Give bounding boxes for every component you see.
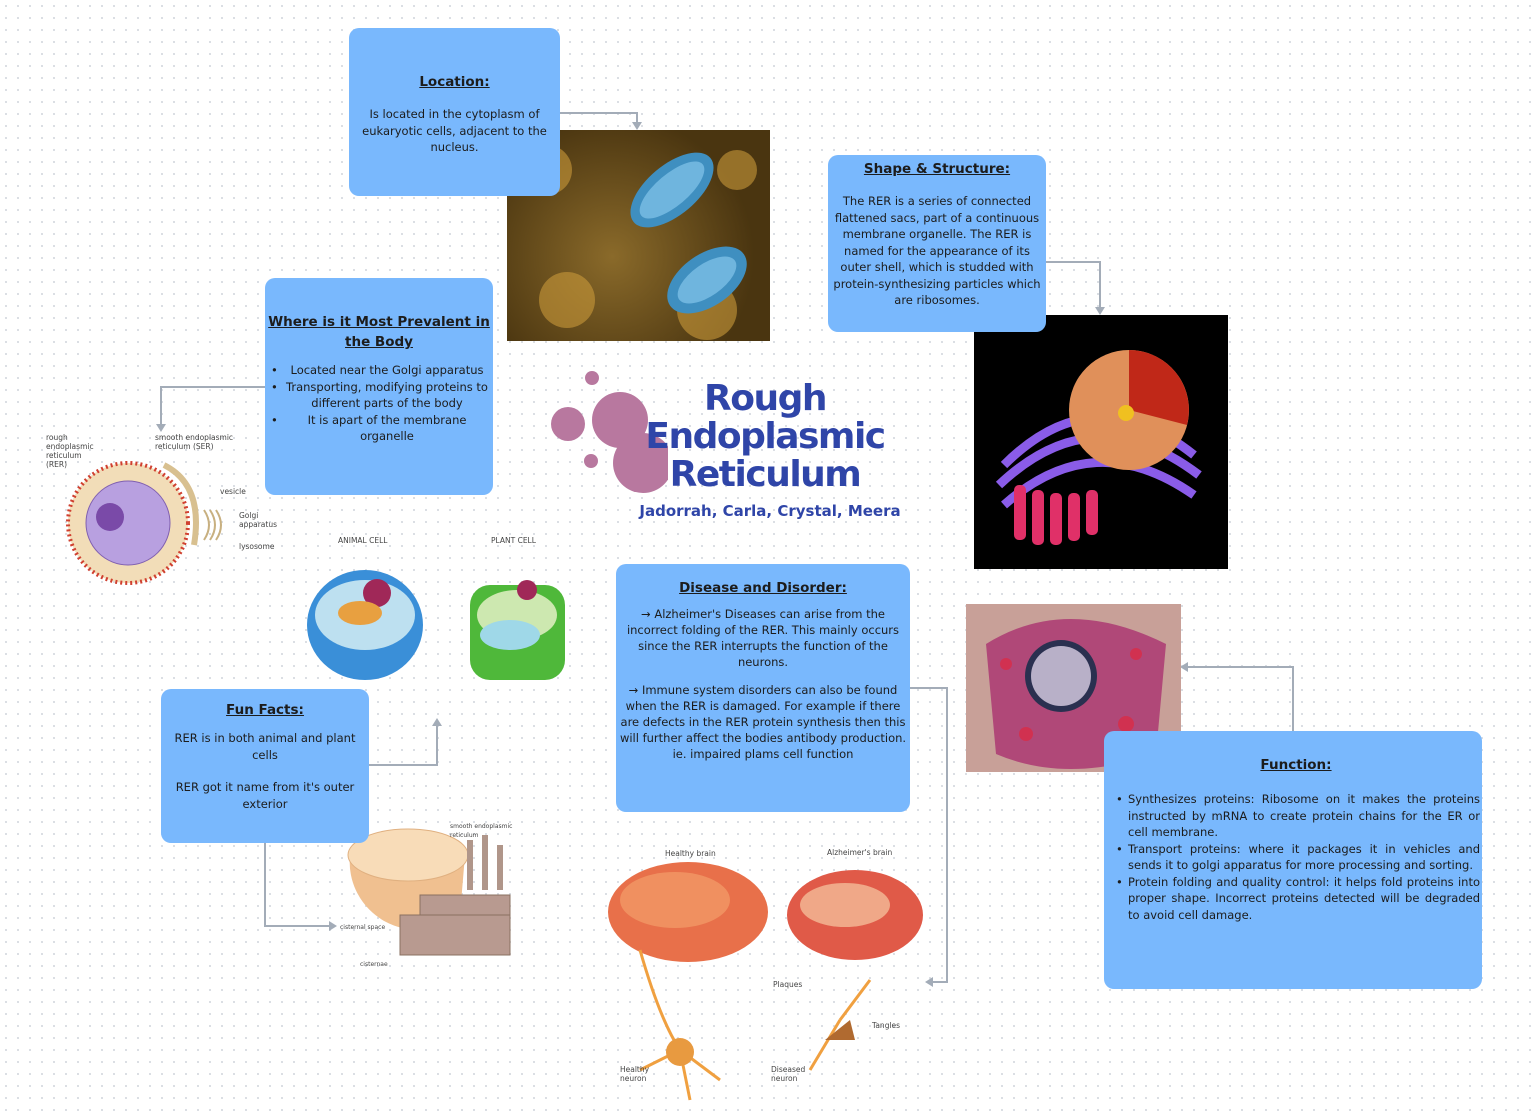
label-animal-cell: ANIMAL CELL [338,536,388,545]
label-diseased-neuron: Diseased neuron [771,1065,806,1083]
shape-text: The RER is a series of connected flatten… [833,194,1041,307]
location-heading: Location: [419,74,490,90]
disease-text-2: → Immune system disorders can also be fo… [619,683,907,761]
label-golgi: Golgi apparatus [239,511,277,529]
connector-funfacts-er [264,843,335,927]
label-rer: rough endoplasmic reticulum (RER) [46,433,94,469]
function-heading: Function: [1260,757,1332,773]
function-item: Synthesizes proteins: Ribosome on it mak… [1112,791,1480,841]
label-healthy-neuron: Healthy neuron [620,1065,650,1083]
label-plaques: Plaques [773,980,803,989]
function-item: Protein folding and quality control: it … [1112,874,1480,924]
label-tangles: Tangles [872,1021,901,1030]
brain-comparison-image: Healthy brain Alzheimer's brain Plaques … [600,840,930,1110]
connector-funfacts-cells [369,720,438,766]
authors: Jadorrah, Carla, Crystal, Meera [639,502,901,520]
prevalent-card[interactable]: Where is it Most Prevalent in the Body L… [265,278,493,495]
label-plant-cell: PLANT CELL [491,536,536,545]
fun-facts-card[interactable]: Fun Facts: RER is in both animal and pla… [161,689,369,843]
location-card[interactable]: Location: Is located in the cytoplasm of… [349,28,560,196]
disease-heading: Disease and Disorder: [679,580,847,596]
label-ser-3d: smooth endoplasmic reticulum [450,823,513,839]
funfacts-text-2: RER got it name from it's outer exterior [175,780,355,811]
function-card[interactable]: Function: Synthesizes proteins: Ribosome… [1104,731,1482,989]
label-ser: smooth endoplasmic reticulum (SER) [155,433,234,451]
title-line-1: Rough [704,378,827,419]
connector-shape [1045,261,1101,313]
label-lysosome: lysosome [239,542,275,551]
label-vesicle: vesicle [220,487,246,496]
page-title: Rough Endoplasmic Reticulum [600,380,930,494]
rer-3d-image [974,315,1228,569]
title-line-3: Reticulum [669,454,862,495]
shape-heading: Shape & Structure: [863,161,1011,177]
connector-location [559,112,638,128]
er-nucleus-image: smooth endoplasmic reticulum cisternal s… [330,815,530,970]
prevalent-item: Transporting, modifying proteins to diff… [267,379,491,412]
cell-diagram: rough endoplasmic reticulum (RER) smooth… [44,425,284,585]
location-text: Is located in the cytoplasm of eukaryoti… [362,107,547,154]
disease-card[interactable]: Disease and Disorder: → Alzheimer's Dise… [616,564,910,812]
title-line-2: Endoplasmic [645,416,886,457]
shape-structure-card[interactable]: Shape & Structure: The RER is a series o… [828,155,1046,332]
function-list: Synthesizes proteins: Ribosome on it mak… [1112,791,1480,923]
label-healthy-brain: Healthy brain [665,849,716,858]
connector-function [1182,666,1294,731]
label-cisternal-space: cisternal space [340,924,386,931]
funfacts-text-1: RER is in both animal and plant cells [174,731,356,762]
function-item: Transport proteins: where it packages it… [1112,841,1480,874]
animal-plant-cell-image: ANIMAL CELL PLANT CELL [295,525,580,700]
connector-prevalent [160,386,265,430]
prevalent-list: Located near the Golgi apparatus Transpo… [267,362,491,445]
funfacts-heading: Fun Facts: [226,702,304,718]
label-alzheimers-brain: Alzheimer's brain [827,848,893,857]
prevalent-heading: Where is it Most Prevalent in the Body [268,314,490,350]
prevalent-item: It is apart of the membrane organelle [267,412,491,445]
disease-text-1: → Alzheimer's Diseases can arise from th… [626,607,900,669]
label-cisternae: cisternae [360,961,388,968]
prevalent-item: Located near the Golgi apparatus [267,362,491,379]
